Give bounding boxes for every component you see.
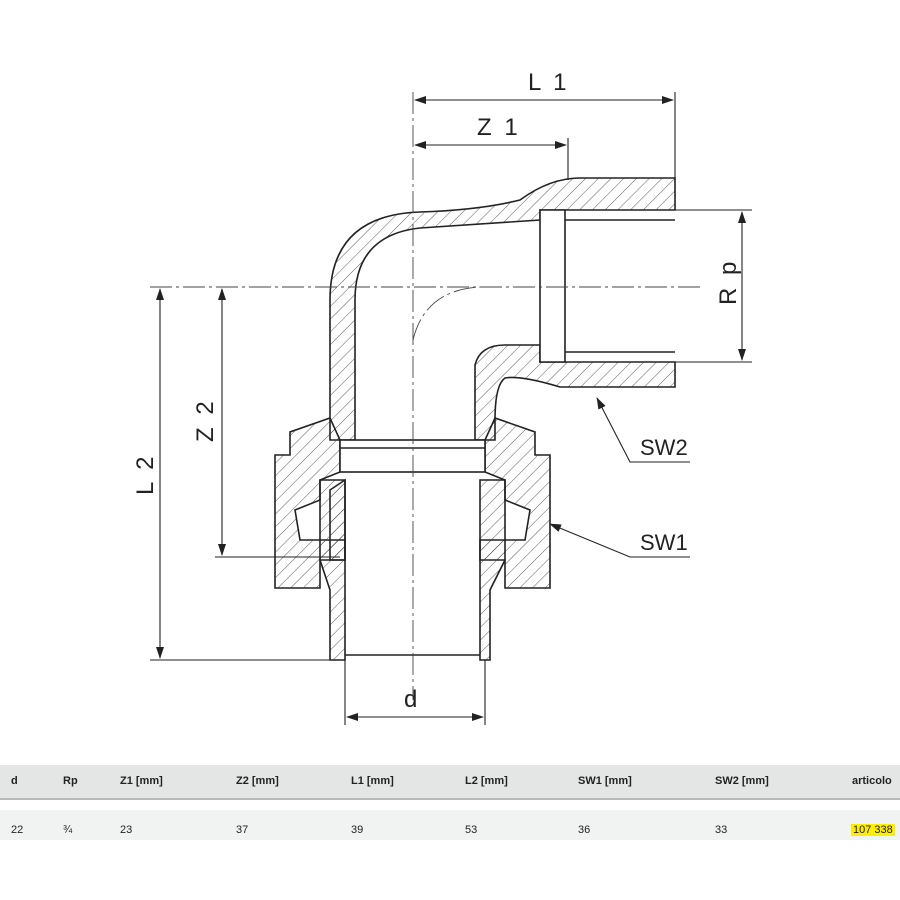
dimension-Z1: Z 1	[477, 114, 521, 141]
dimension-Z2: Z 2	[192, 398, 219, 442]
header-l2: L2 [mm]	[465, 775, 508, 787]
article-number-link[interactable]: 107 338	[851, 824, 895, 836]
dimension-L2: L 2	[132, 454, 159, 495]
cell-d: 22	[11, 824, 24, 836]
dimension-L1: L 1	[528, 69, 569, 96]
table-header: d Rp Z1 [mm] Z2 [mm] L1 [mm] L2 [mm] SW1…	[0, 765, 900, 800]
cell-l2: 53	[465, 824, 478, 836]
technical-drawing: L 1 Z 1 R p Z 2 L 2 d SW2 SW1	[132, 69, 752, 725]
table-row: 22 ¾ 23 37 39 53 36 33 107 338	[0, 810, 900, 840]
header-d: d	[11, 775, 18, 787]
header-articolo: articolo	[852, 775, 892, 787]
fitting-section	[274, 177, 676, 661]
header-sw1: SW1 [mm]	[578, 775, 632, 787]
header-rp: Rp	[63, 775, 78, 787]
dimension-Rp: R p	[715, 259, 742, 305]
cell-rp: ¾	[63, 824, 73, 836]
cell-z1: 23	[120, 824, 133, 836]
dimension-lines	[150, 92, 752, 725]
cell-l1: 39	[351, 824, 364, 836]
header-z2: Z2 [mm]	[236, 775, 279, 787]
header-l1: L1 [mm]	[351, 775, 394, 787]
header-z1: Z1 [mm]	[120, 775, 163, 787]
callout-SW1: SW1	[640, 530, 688, 555]
cell-sw2: 33	[715, 824, 728, 836]
cell-z2: 37	[236, 824, 249, 836]
callout-SW2: SW2	[640, 435, 688, 460]
center-lines	[150, 92, 700, 700]
dimension-d: d	[404, 686, 420, 713]
header-sw2: SW2 [mm]	[715, 775, 769, 787]
cell-sw1: 36	[578, 824, 591, 836]
